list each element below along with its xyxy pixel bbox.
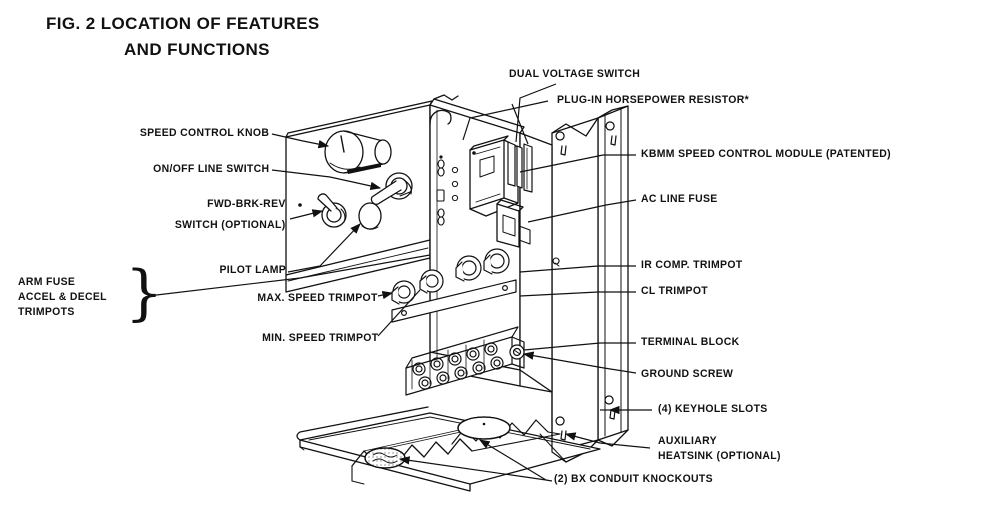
label-arm-fuse: ARM FUSE [18,276,76,288]
label-terminal-block: TERMINAL BLOCK [641,336,740,348]
leader-ground-screw [522,351,637,374]
label-speed-control-knob: SPEED CONTROL KNOB [139,127,269,139]
leader-plug-in-horsepower-resistor [462,100,549,141]
label-plug-in-horsepower-resistor: PLUG-IN HORSEPOWER RESISTOR* [557,94,750,106]
ground-screw [509,344,525,360]
label-bx-conduit-knockouts: (2) BX CONDUIT KNOCKOUTS [554,473,713,485]
leader-bx-knockout-2 [398,456,547,481]
leader-ir-comp-trimpot [519,265,636,273]
label-min-speed-trimpot: MIN. SPEED TRIMPOT [261,332,378,344]
speed-control-knob [324,130,392,174]
leader-ac-line-fuse [527,199,637,223]
leader-bx-knockout-join [545,479,553,482]
label-trimpots: TRIMPOTS [18,306,75,318]
pilot-lamp [358,202,382,230]
leader-arm-fuse-group [147,254,431,297]
label-max-speed-trimpot: MAX. SPEED TRIMPOT [257,292,378,304]
dual-voltage-switch [507,141,523,189]
label-ac-line-fuse: AC LINE FUSE [641,193,718,205]
trimpot-row [391,248,517,323]
label-fwd-brk-rev-switch-line-1: FWD-BRK-REV [207,198,286,210]
leader-plug-in-horsepower-resistor-2 [511,103,529,145]
leader-on-off-line-switch [271,169,382,191]
leader-min-speed-trimpot [377,289,421,337]
leader-dual-voltage-switch [515,83,557,143]
leader-pilot-lamp [287,223,361,273]
leader-auxiliary-heatsink [564,432,651,449]
ac-line-fuse [496,199,531,248]
label-dual-voltage-switch: DUAL VOLTAGE SWITCH [509,68,641,80]
figure-title-line-1: FIG. 2 LOCATION OF FEATURES [46,14,320,33]
label-cl-trimpot: CL TRIMPOT [641,285,708,297]
leader-speed-control-knob [271,133,330,149]
leader-terminal-block [523,342,636,351]
bx-conduit-knockout [364,416,511,469]
label-kbmm-speed-control-module: KBMM SPEED CONTROL MODULE (PATENTED) [641,148,891,160]
label-pilot-lamp: PILOT LAMP [219,264,286,276]
label-on-off-line-switch: ON/OFF LINE SWITCH [152,163,269,175]
leader-kbmm-module-2 [519,154,604,173]
leader-fwd-brk-rev-switch [289,209,324,220]
figure-title-line-2: AND FUNCTIONS [124,40,270,59]
label-ir-comp-trimpot: IR COMP. TRIMPOT [641,259,743,271]
inner-wall-slots [436,155,445,226]
leader-max-speed-trimpot [377,290,394,300]
terminal-block [405,326,525,396]
label-auxiliary-heatsink-line-2: HEATSINK (OPTIONAL) [658,450,781,462]
label-auxiliary-heatsink-line-1: AUXILIARY [658,435,717,447]
leader-lines [147,83,652,482]
on-off-line-switch [370,172,413,205]
label-accel-decel: ACCEL & DECEL [18,291,107,303]
label-fwd-brk-rev-switch-line-2: SWITCH (OPTIONAL) [175,219,286,231]
leader-cl-trimpot [519,291,636,297]
keyhole-slot [555,121,617,441]
label-keyhole-slots: (4) KEYHOLE SLOTS [658,403,768,415]
mounting-plate [551,105,629,463]
label-ground-screw: GROUND SCREW [641,368,734,380]
leader-bx-knockout-1 [478,439,547,481]
plug-in-horsepower-resistor [523,143,533,193]
brace-glyph: } [125,258,164,328]
